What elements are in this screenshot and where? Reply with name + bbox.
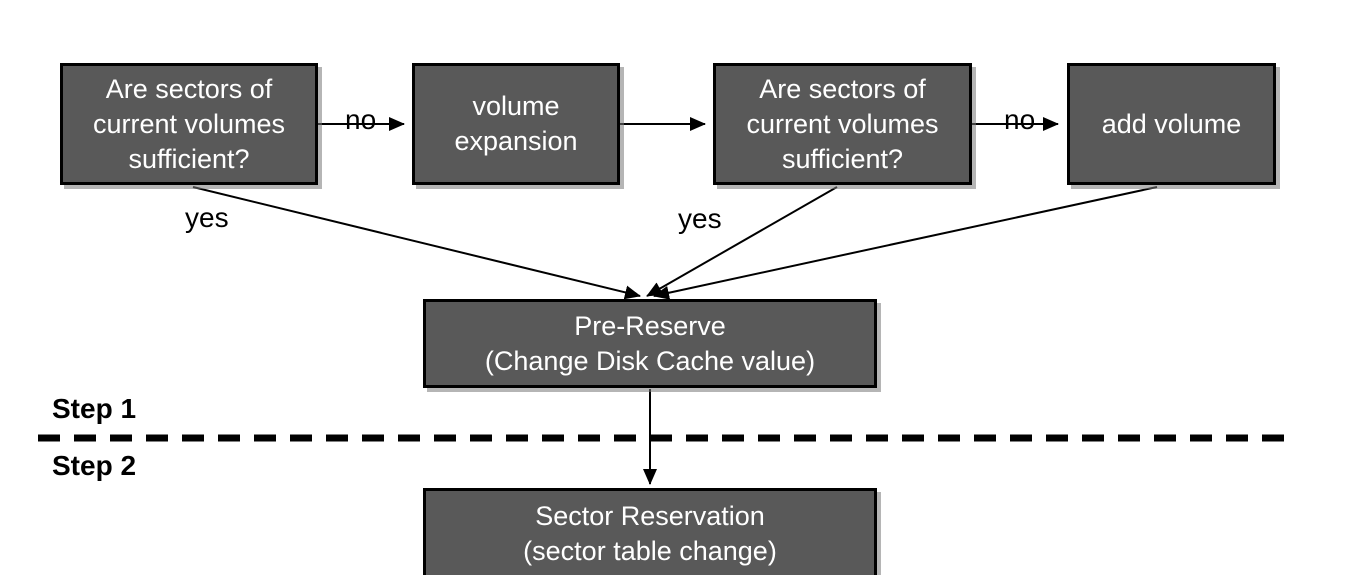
arrow-add-volume-to-pre-reserve (653, 186, 1158, 300)
step2-label: Step 2 (52, 450, 137, 481)
box-pre-reserve: Pre-Reserve (Change Disk Cache value) (423, 299, 877, 388)
box-add-volume: add volume (1067, 63, 1276, 185)
step1-label: Step 1 (52, 393, 137, 424)
edge-label-no-2: no (1004, 104, 1036, 135)
arrow-yes-check1-to-pre-reserve (192, 186, 641, 300)
box-check-sectors-2: Are sectors of current volumes sufficien… (713, 63, 972, 185)
box-sector-reservation: Sector Reservation (sector table change) (423, 488, 877, 575)
box-check-sectors-1: Are sectors of current volumes sufficien… (60, 63, 318, 185)
edge-label-yes-2: yes (678, 203, 722, 234)
arrow-yes-check2-to-pre-reserve (646, 186, 838, 297)
box-volume-expansion: volume expansion (412, 63, 620, 185)
edge-label-no-1: no (345, 104, 377, 135)
edge-label-yes-1: yes (185, 202, 229, 233)
